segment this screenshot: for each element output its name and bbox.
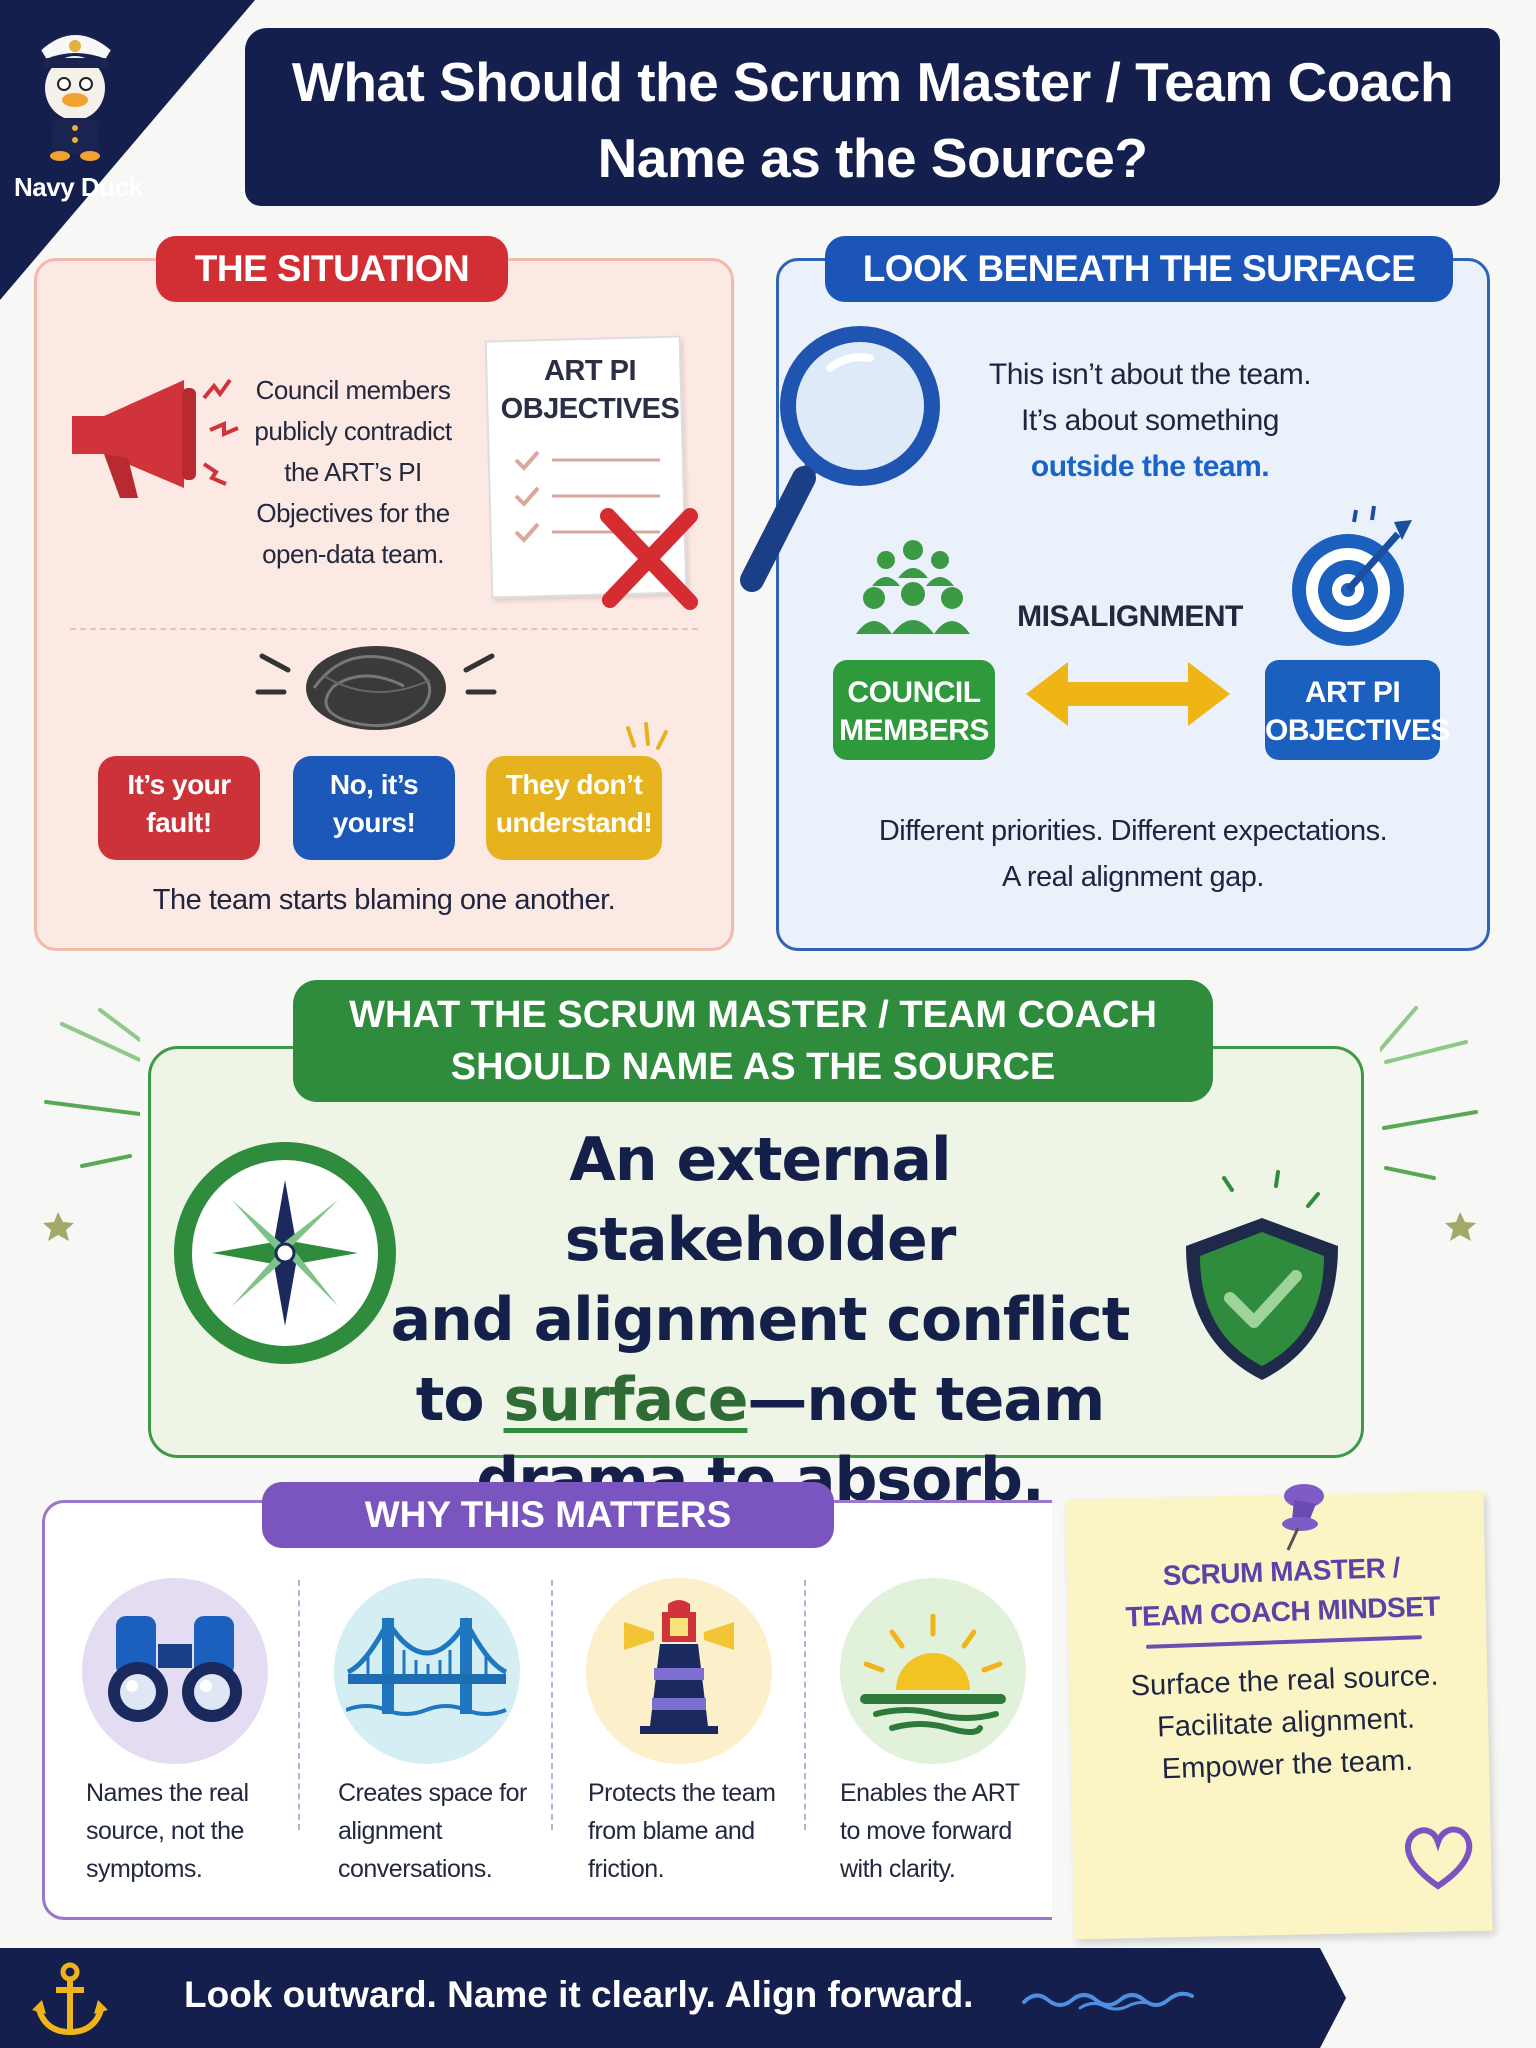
blame-bubble-1: It’s your fault!	[98, 756, 260, 860]
look-caption-2: A real alignment gap.	[1002, 861, 1264, 893]
navy-duck-logo-icon	[38, 33, 114, 161]
emphasis-rays-icon	[626, 722, 668, 750]
why-item-text-3: Protects the team from blame and frictio…	[588, 1779, 776, 1883]
tangled-scribble-icon	[255, 646, 497, 730]
look-line-2: It’s about something	[1021, 404, 1279, 437]
target-icon	[1292, 505, 1412, 646]
council-members-tag: COUNCIL MEMBERS	[833, 660, 995, 760]
mindset-title: SCRUM MASTER / TEAM COACH MINDSET	[1105, 1546, 1460, 1638]
people-group-icon	[856, 540, 970, 634]
source-header-line-2: SHOULD NAME AS THE SOURCE	[450, 1046, 1056, 1088]
blame-bubble-2: No, it’s yours!	[293, 756, 455, 860]
shield-check-icon	[1186, 1170, 1338, 1380]
quote-surface-word: surface	[503, 1365, 749, 1435]
title-line-2: Name as the Source?	[597, 127, 1148, 189]
situation-text: Council members publicly contradict the …	[254, 375, 452, 569]
brand-name: Navy Duck	[14, 172, 143, 202]
mindset-text: Surface the real source. Facilitate alig…	[1108, 1654, 1464, 1792]
magnifying-glass-icon	[740, 326, 940, 592]
compass-icon	[174, 1142, 396, 1364]
situation-header: THE SITUATION	[156, 236, 508, 302]
lighthouse-icon	[624, 1600, 734, 1734]
quote-line-3: to surface—not team	[380, 1360, 1140, 1440]
why-item-text-2: Creates space for alignment conversation…	[338, 1779, 527, 1883]
why-item-text-1: Names the real source, not the symptoms.	[86, 1779, 249, 1883]
why-item-text-4: Enables the ART to move forward with cla…	[840, 1779, 1020, 1883]
art-pi-objectives-tag: ART PI OBJECTIVES	[1265, 660, 1451, 760]
why-divider	[298, 1580, 300, 1830]
binoculars-icon	[108, 1616, 242, 1722]
why-divider	[551, 1580, 553, 1830]
cross-mark-icon	[600, 508, 698, 610]
wave-icon	[1022, 1991, 1194, 2011]
misalignment-label: MISALIGNMENT	[1017, 600, 1243, 633]
look-caption-1: Different priorities. Different expectat…	[878, 815, 1388, 847]
anchor-icon	[32, 1962, 108, 2036]
title-banner	[245, 28, 1500, 206]
quote-line-2: and alignment conflict	[390, 1285, 1131, 1355]
look-text: This isn’t about the team. It’s about so…	[930, 352, 1370, 490]
look-line-1: This isn’t about the team.	[988, 358, 1312, 391]
left-sparkle-rays-icon	[43, 1008, 140, 1241]
checklist-icon	[514, 450, 660, 543]
double-arrow-icon	[1026, 662, 1230, 726]
look-beneath-header: LOOK BENEATH THE SURFACE	[825, 236, 1453, 302]
push-pin-icon	[1282, 1484, 1324, 1551]
situation-caption: The team starts blaming one another.	[152, 884, 616, 916]
look-caption: Different priorities. Different expectat…	[776, 808, 1490, 900]
footer-banner	[0, 1948, 1346, 2048]
document-title: ART PI OBJECTIVES	[500, 355, 680, 425]
situation-divider	[70, 628, 698, 630]
blame-bubble-3: They don’t understand!	[486, 756, 662, 860]
why-header: WHY THIS MATTERS	[262, 1482, 834, 1548]
megaphone-icon	[72, 378, 239, 498]
heart-icon	[1405, 1826, 1473, 1890]
corner-badge	[0, 0, 255, 300]
why-item-circle	[82, 1578, 268, 1764]
title-line-1: What Should the Scrum Master / Team Coac…	[291, 51, 1454, 113]
right-sparkle-rays-icon	[1380, 1006, 1478, 1241]
bridge-icon	[346, 1616, 508, 1716]
sunrise-icon	[860, 1614, 1006, 1735]
quote-post: —not team	[747, 1365, 1105, 1435]
page-title: What Should the Scrum Master / Team Coac…	[245, 44, 1500, 196]
source-header: WHAT THE SCRUM MASTER / TEAM COACH SHOUL…	[293, 980, 1213, 1102]
source-header-line-1: WHAT THE SCRUM MASTER / TEAM COACH	[349, 994, 1157, 1036]
source-statement: An external stakeholder and alignment co…	[380, 1120, 1140, 1520]
why-divider	[804, 1580, 806, 1830]
quote-pre: to	[415, 1365, 504, 1435]
quote-line-1: An external stakeholder	[564, 1125, 957, 1275]
look-highlight: outside the team.	[1030, 450, 1270, 483]
footer-tagline: Look outward. Name it clearly. Align for…	[184, 1974, 974, 2015]
